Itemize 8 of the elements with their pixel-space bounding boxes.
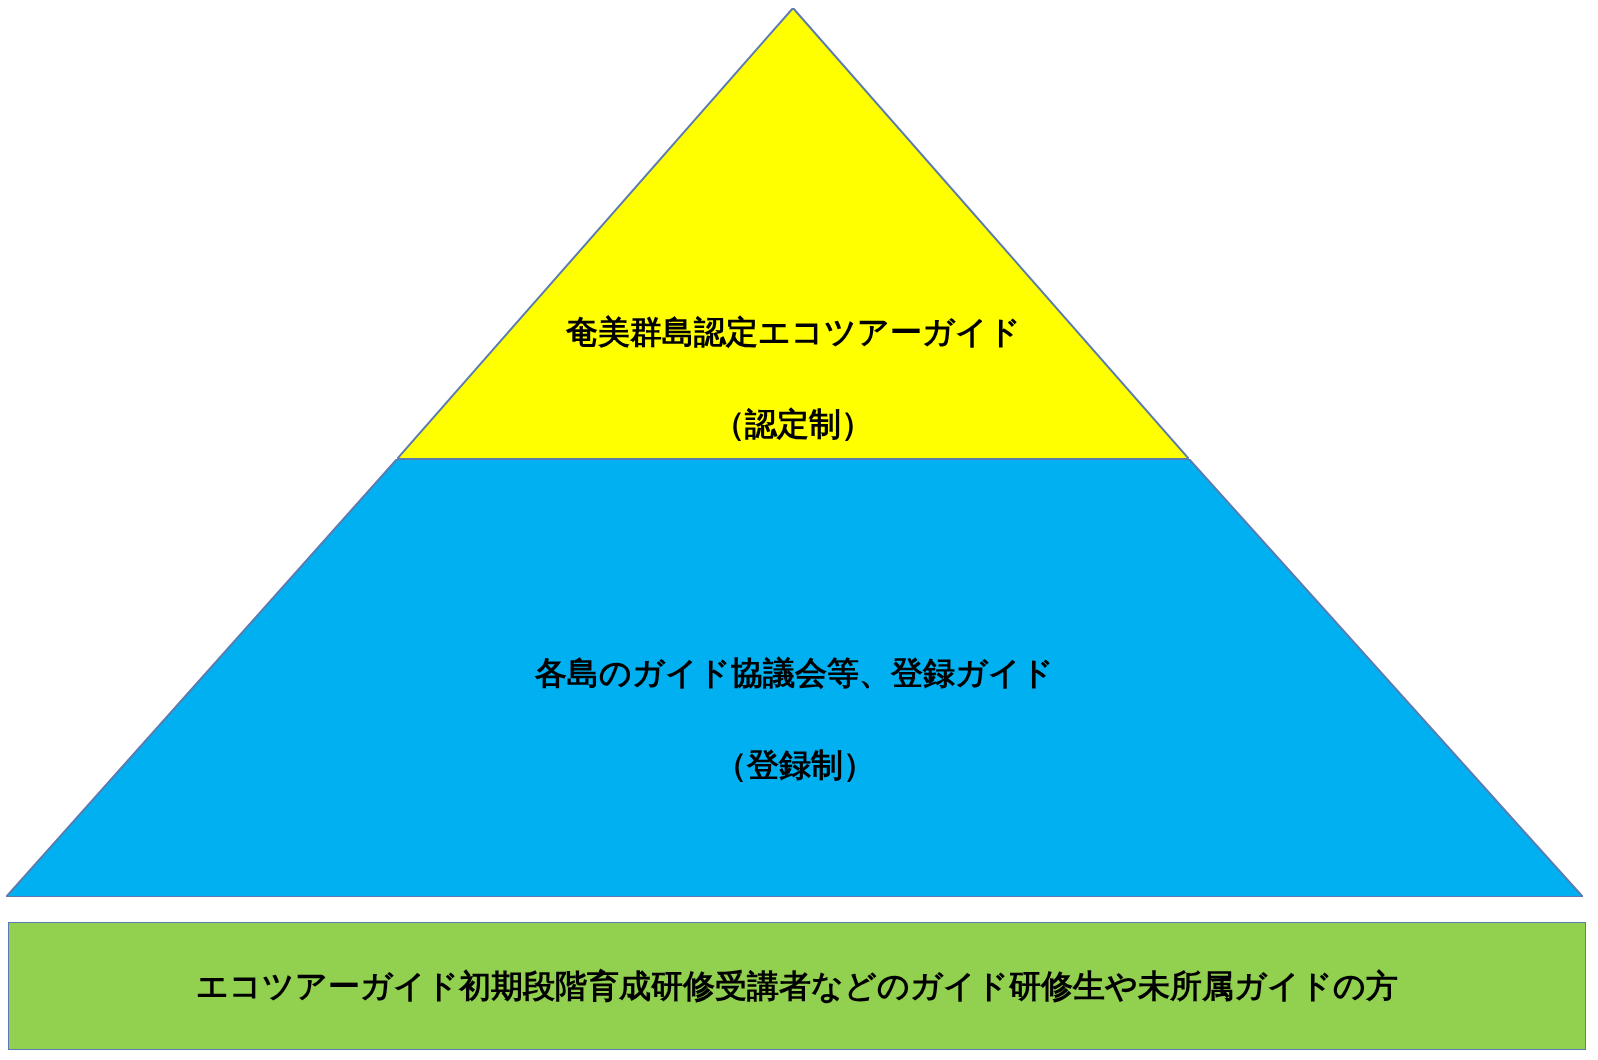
tier-title: 各島のガイド協議会等、登録ガイド	[535, 653, 1054, 694]
pyramid-tier	[397, 8, 1189, 459]
tier-subtitle: （登録制）	[714, 745, 875, 786]
tier-title: 奄美群島認定エコツアーガイド	[565, 312, 1021, 353]
base-tier-box	[8, 922, 1586, 1050]
pyramid-tier	[6, 459, 1583, 897]
tier-title: エコツアーガイド初期段階育成研修受講者などのガイド研修生や未所属ガイドの方	[196, 966, 1398, 1007]
tier-subtitle: （認定制）	[713, 404, 873, 445]
